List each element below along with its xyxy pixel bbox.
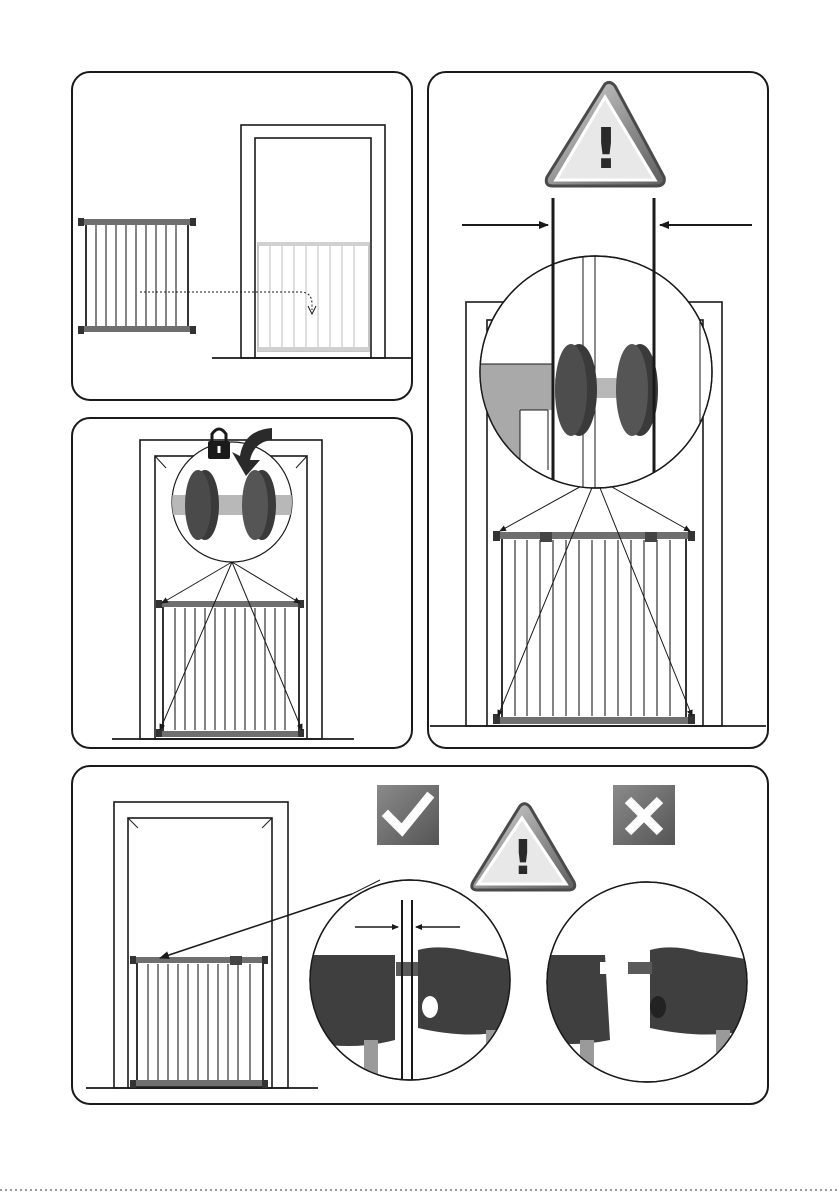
spindle-magnifier-icon xyxy=(172,442,292,562)
panel-check-pressure: ! xyxy=(428,72,768,748)
warning-exclamation: ! xyxy=(593,117,619,182)
panel-tighten-spindles xyxy=(72,418,412,748)
panel-check-gap: ! xyxy=(72,766,768,1104)
checkmark-icon xyxy=(377,785,439,845)
warning-exclamation-2: ! xyxy=(512,830,534,886)
panel-position-gate xyxy=(72,72,412,400)
cross-icon xyxy=(613,785,675,845)
